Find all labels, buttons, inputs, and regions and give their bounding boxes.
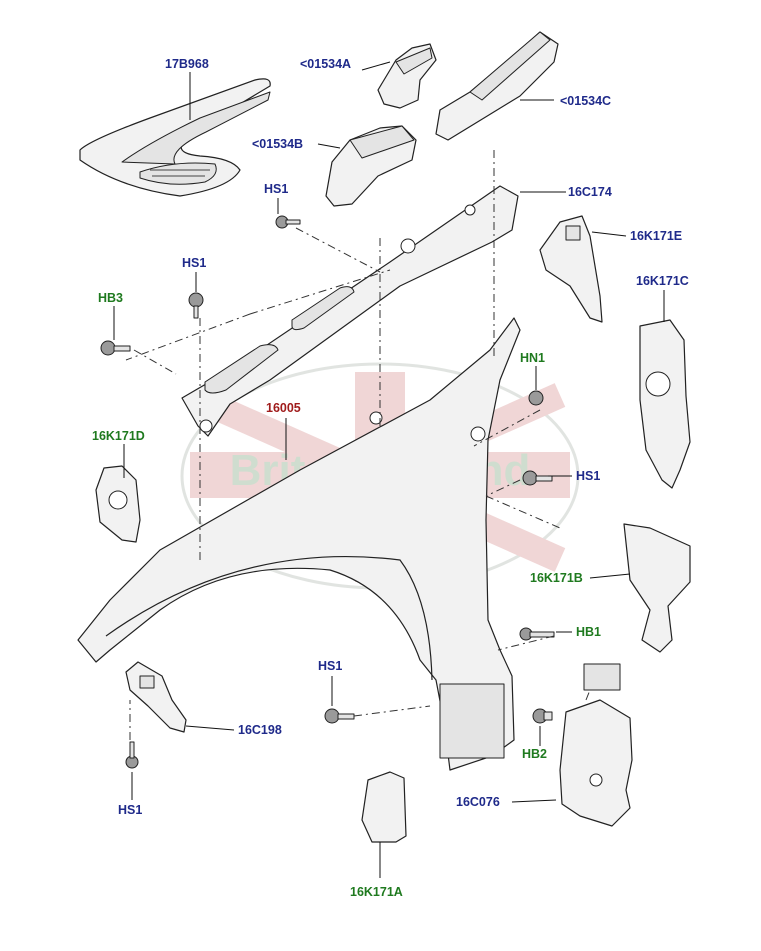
- part-bracket-16c198: [125, 661, 187, 733]
- bolt-icon: [519, 627, 555, 641]
- nut-icon: [528, 390, 544, 406]
- label-hs1-mid: HS1: [576, 469, 600, 483]
- label-16005: 16005: [266, 401, 301, 415]
- part-vent-grille: [79, 78, 271, 197]
- part-shield-16k171c: [639, 319, 691, 489]
- leader-lines: [113, 61, 665, 878]
- part-upper-rail: [181, 185, 519, 437]
- bolt-icon: [125, 741, 139, 769]
- label-01534a: <01534A: [300, 57, 351, 71]
- label-hn1: HN1: [520, 351, 545, 365]
- label-hs1-top: HS1: [264, 182, 288, 196]
- assembly-lines: [125, 150, 591, 740]
- bolt-icon: [100, 340, 131, 356]
- part-fender-apron: [77, 317, 521, 771]
- label-01534b: <01534B: [252, 137, 303, 151]
- label-16c198: 16C198: [238, 723, 282, 737]
- part-bracket-01534a: [377, 43, 437, 109]
- bolt-icon: [188, 292, 204, 319]
- label-hs1-bottom: HS1: [118, 803, 142, 817]
- bolt-icon: [275, 215, 301, 229]
- part-pad-16k171a: [361, 771, 407, 843]
- part-labels: 17B968 <01534A <01534C <01534B 16C174 16…: [92, 57, 689, 899]
- fastener-icons: [100, 215, 555, 769]
- part-bracket-01534b: [325, 125, 417, 207]
- label-16c076: 16C076: [456, 795, 500, 809]
- part-bracket-16c076: [559, 663, 633, 827]
- bolt-icon: [324, 708, 355, 724]
- label-16k171a: 16K171A: [350, 885, 403, 899]
- bolt-icon: [522, 470, 553, 486]
- label-hb1: HB1: [576, 625, 601, 639]
- label-16k171b: 16K171B: [530, 571, 583, 585]
- label-16c174: 16C174: [568, 185, 612, 199]
- part-pad-16k171d: [95, 465, 141, 543]
- part-bracket-01534c: [435, 31, 559, 141]
- label-01534c: <01534C: [560, 94, 611, 108]
- label-hb3: HB3: [98, 291, 123, 305]
- label-16k171e: 16K171E: [630, 229, 682, 243]
- label-16k171c: 16K171C: [636, 274, 689, 288]
- label-hs1-lower: HS1: [318, 659, 342, 673]
- label-16k171d: 16K171D: [92, 429, 145, 443]
- part-shield-16k171e: [539, 215, 603, 323]
- label-hs1-upper: HS1: [182, 256, 206, 270]
- part-shield-16k171b: [623, 523, 691, 653]
- label-hb2: HB2: [522, 747, 547, 761]
- label-17b968: 17B968: [165, 57, 209, 71]
- bolt-icon: [532, 708, 553, 724]
